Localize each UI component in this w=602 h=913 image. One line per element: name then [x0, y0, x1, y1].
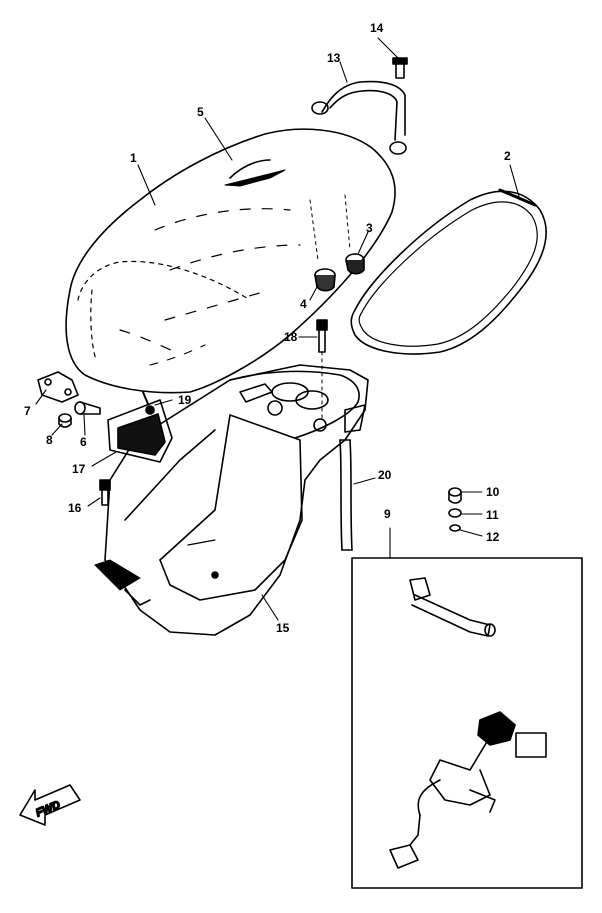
callout-4: 4: [300, 297, 307, 311]
leader-lines: [35, 37, 521, 621]
emblem-part: [224, 159, 286, 187]
callout-6: 6: [80, 435, 87, 449]
washer-11-part: [448, 508, 462, 518]
callout-10: 10: [486, 485, 500, 499]
lid-part: [107, 399, 173, 463]
callout-2: 2: [504, 149, 511, 163]
bolt-6-part: [74, 401, 101, 415]
bolt-16-part: [99, 479, 111, 506]
fwd-arrow: FWD: [19, 784, 81, 826]
callout-13: 13: [327, 51, 341, 65]
callout-9: 9: [384, 507, 391, 521]
callout-20: 20: [378, 468, 392, 482]
washer-12-part: [449, 524, 461, 532]
callout-14: 14: [370, 21, 384, 35]
lock-assembly-box: [351, 557, 583, 889]
seat-part: [65, 128, 396, 394]
seal-part: [350, 188, 547, 355]
bolt-18-part: [316, 319, 328, 421]
bolt-10-part: [448, 487, 462, 504]
damper-4-part: [314, 268, 336, 292]
callout-12: 12: [486, 530, 500, 544]
nut-part: [58, 413, 72, 428]
callout-3: 3: [366, 221, 373, 235]
grab-bar-part: [311, 57, 408, 155]
callout-15: 15: [276, 621, 290, 635]
callout-5: 5: [197, 105, 204, 119]
hose-part: [339, 439, 353, 551]
callout-19: 19: [178, 393, 192, 407]
callout-1: 1: [130, 151, 137, 165]
callout-7: 7: [24, 404, 31, 418]
damper-part: [345, 253, 365, 275]
callout-8: 8: [46, 433, 53, 447]
callout-18: 18: [284, 330, 298, 344]
callout-16: 16: [68, 501, 82, 515]
callout-11: 11: [486, 508, 499, 522]
screw-part: [142, 391, 155, 415]
callout-17: 17: [72, 462, 86, 476]
hinge-part: [37, 371, 79, 403]
storage-box-part: [94, 364, 369, 636]
